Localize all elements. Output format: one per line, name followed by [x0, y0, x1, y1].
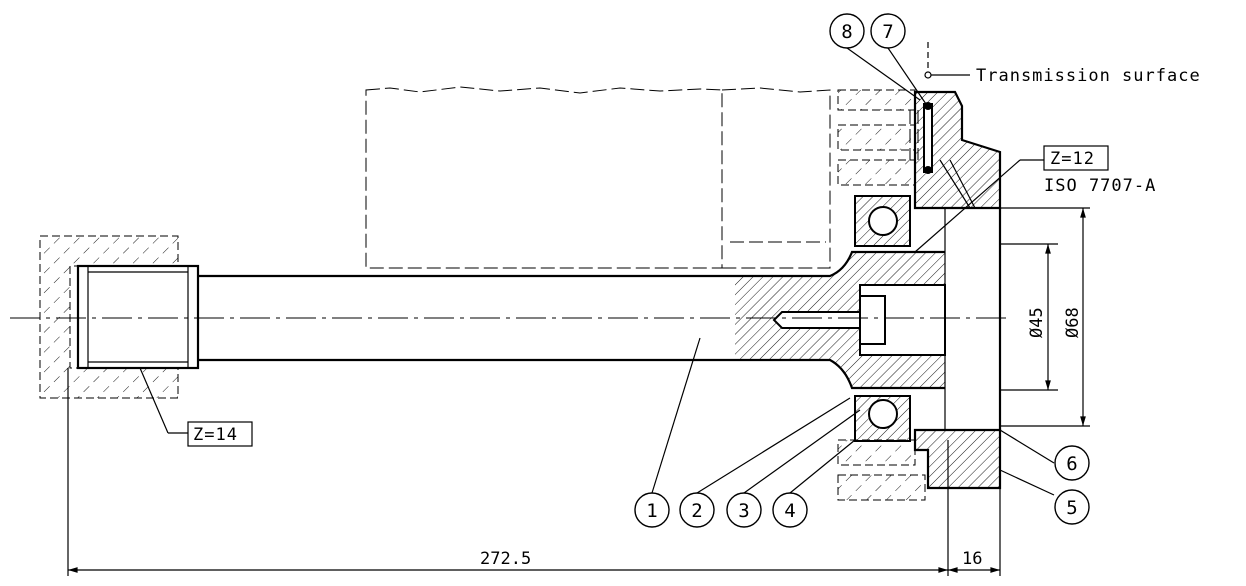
- teeth-hub-box: [1043, 145, 1109, 171]
- balloon-6: 6: [1054, 445, 1090, 481]
- balloon-7: 7: [870, 13, 906, 49]
- dim-length-total: 272.5: [480, 549, 531, 569]
- teeth-shaft-label: Z=14: [193, 425, 238, 445]
- dim-length-flange: 16: [962, 549, 982, 569]
- dim-dia-inner: Ø45: [1027, 307, 1047, 338]
- balloon-5-label: 5: [1066, 497, 1077, 519]
- teeth-hub-label: Z=12: [1050, 149, 1095, 169]
- seals: [923, 102, 933, 174]
- bearing: [854, 195, 911, 442]
- balloon-8: 8: [829, 13, 865, 49]
- balloon-1-label: 1: [646, 500, 657, 522]
- balloon-2: 2: [679, 492, 715, 528]
- dimensions: [67, 207, 1090, 576]
- balloon-7-label: 7: [882, 21, 893, 43]
- balloon-3: 3: [726, 492, 762, 528]
- shaft: [76, 250, 946, 390]
- teeth-shaft-box: [187, 421, 253, 447]
- hub-flange: [913, 90, 1002, 490]
- balloon-1: 1: [634, 492, 670, 528]
- balloon-4-label: 4: [784, 500, 795, 522]
- standard-label: ISO 7707-A: [1044, 176, 1156, 196]
- dim-dia-outer: Ø68: [1063, 307, 1083, 338]
- balloon-3-label: 3: [738, 500, 749, 522]
- balloon-6-label: 6: [1066, 453, 1077, 475]
- transmission-surface-label: Transmission surface: [976, 66, 1201, 86]
- balloon-leaders: [651, 47, 1055, 496]
- balloon-4: 4: [772, 492, 808, 528]
- leaders: [139, 42, 1044, 434]
- balloon-2-label: 2: [691, 500, 702, 522]
- balloon-5: 5: [1054, 489, 1090, 525]
- balloon-8-label: 8: [841, 21, 852, 43]
